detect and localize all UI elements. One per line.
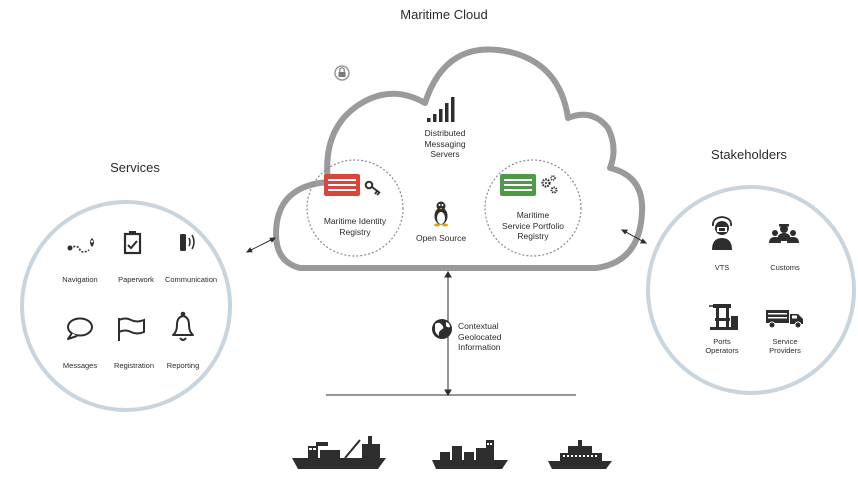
truck-icon: [766, 310, 803, 329]
left-connector-arrow: [245, 237, 277, 253]
service-messages-label: Messages: [62, 361, 98, 370]
service-registration-label: Registration: [113, 361, 155, 370]
stakeholder-customs-label: Customs: [770, 263, 800, 272]
service-paperwork-label: Paperwork: [118, 275, 154, 284]
messaging-servers-label: Distributed Messaging Servers: [400, 128, 490, 160]
portfolio-registry-dashed-circle: [484, 159, 582, 257]
cloud-shape: [273, 46, 646, 271]
lock-icon: [334, 65, 350, 81]
identity-registry-dashed-circle: [306, 159, 404, 257]
navigation-icon: [67, 238, 94, 253]
messaging-line-2: Messaging: [424, 138, 466, 149]
ports-line-1: Ports: [713, 337, 731, 346]
stakeholder-service-providers-label: Service Providers: [760, 337, 810, 355]
reporting-bell-icon: [172, 311, 194, 341]
portfolio-line-1: Maritime: [516, 210, 550, 220]
providers-line-2: Providers: [769, 346, 801, 355]
cloud-title: Maritime Cloud: [400, 7, 488, 22]
customs-officers-icon: [769, 224, 799, 243]
stakeholder-vts-label: VTS: [714, 263, 730, 272]
key-icon: [364, 180, 381, 196]
stakeholders-title: Stakeholders: [711, 147, 787, 162]
paperwork-icon: [123, 231, 142, 255]
geo-line-1: Contextual: [458, 321, 499, 331]
communication-icon: [180, 234, 195, 251]
identity-registry-icon: [324, 174, 360, 196]
service-communication-label: Communication: [164, 275, 218, 284]
signal-bars-icon: [427, 97, 455, 122]
vts-operator-icon: [712, 216, 732, 250]
cargo-crane-ship-icon: [292, 436, 386, 469]
portfolio-line-3: Registry: [517, 231, 549, 241]
service-portfolio-icon: [500, 174, 536, 196]
services-circle: [20, 200, 232, 412]
geo-line-2: Geolocated: [458, 331, 502, 342]
stakeholder-ports-operators-label: Ports Operators: [700, 337, 744, 355]
service-portfolio-label: Maritime Service Portfolio Registry: [481, 210, 585, 242]
globe-icon: [432, 319, 452, 339]
ports-line-2: Operators: [705, 346, 739, 355]
container-ship-icon: [432, 440, 508, 469]
identity-line-2: Registry: [339, 226, 371, 237]
messaging-line-3: Servers: [430, 149, 460, 159]
service-navigation-label: Navigation: [62, 275, 98, 284]
providers-line-1: Service: [772, 337, 798, 346]
linux-penguin-icon: [434, 201, 448, 227]
ferry-ship-icon: [548, 440, 612, 469]
geo-line-3: Information: [458, 342, 501, 352]
messaging-line-1: Distributed: [424, 128, 466, 138]
port-crane-icon: [709, 304, 738, 330]
stakeholders-circle: [646, 185, 856, 395]
right-connector-arrow: [620, 229, 648, 244]
geolocated-info-label: Contextual Geolocated Information: [458, 321, 528, 353]
identity-line-1: Maritime Identity: [323, 216, 387, 226]
identity-registry-label: Maritime Identity Registry: [305, 216, 405, 237]
service-reporting-label: Reporting: [166, 361, 200, 370]
messages-icon: [67, 317, 93, 340]
gears-icon: [541, 175, 558, 194]
registration-flag-icon: [118, 317, 145, 341]
open-source-label: Open Source: [415, 233, 467, 243]
portfolio-line-2: Service Portfolio: [502, 220, 564, 231]
services-title: Services: [110, 160, 160, 175]
